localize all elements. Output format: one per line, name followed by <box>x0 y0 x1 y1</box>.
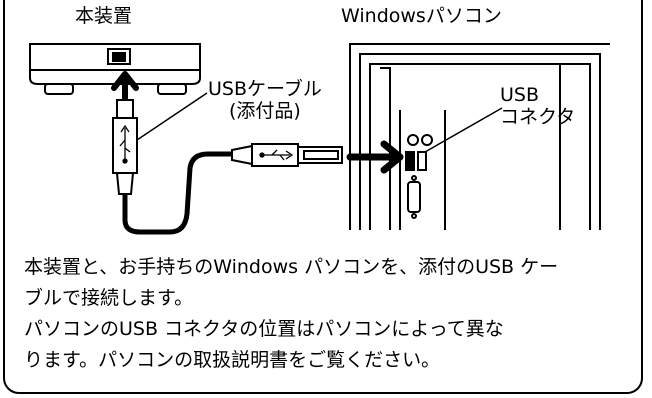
description-line: ブルで接続します。 <box>24 287 194 309</box>
connector-label-line2: コネクタ <box>500 106 576 128</box>
pc-ports <box>405 134 433 219</box>
device-illustration <box>29 43 201 95</box>
description-line: パソコンのUSB コネクタの位置はパソコンによって異な <box>24 318 504 340</box>
description-line: 本装置と、お手持ちのWindows パソコンを、添付のUSB ケー <box>24 256 559 278</box>
description-text: 本装置と、お手持ちのWindows パソコンを、添付のUSB ケー ブルで接続し… <box>24 252 634 376</box>
panel-frame <box>3 0 643 394</box>
usb-cable <box>122 151 232 235</box>
usb-port <box>417 151 427 171</box>
cable-label-line2: (添付品) <box>229 100 301 122</box>
usb-symbol-icon <box>119 124 131 164</box>
usb-port <box>405 151 415 171</box>
connector-leader-line <box>424 107 503 153</box>
arrow-right-icon <box>346 140 404 174</box>
connector-label: USB コネクタ <box>500 84 575 128</box>
usb-symbol-icon <box>259 149 294 161</box>
pc-tower <box>349 43 610 230</box>
description-line: ります。パソコンの取扱説明書をご覧ください。 <box>24 349 441 371</box>
device-label: 本装置 <box>75 5 133 27</box>
arrow-up-icon <box>111 71 139 101</box>
cable-label-line1: USBケーブル <box>208 78 322 100</box>
cable-leader-line <box>136 92 208 141</box>
connector-label-line1: USB <box>500 84 540 106</box>
cable-label: USBケーブル (添付品) <box>208 78 322 122</box>
pc-label: Windowsパソコン <box>341 5 502 27</box>
